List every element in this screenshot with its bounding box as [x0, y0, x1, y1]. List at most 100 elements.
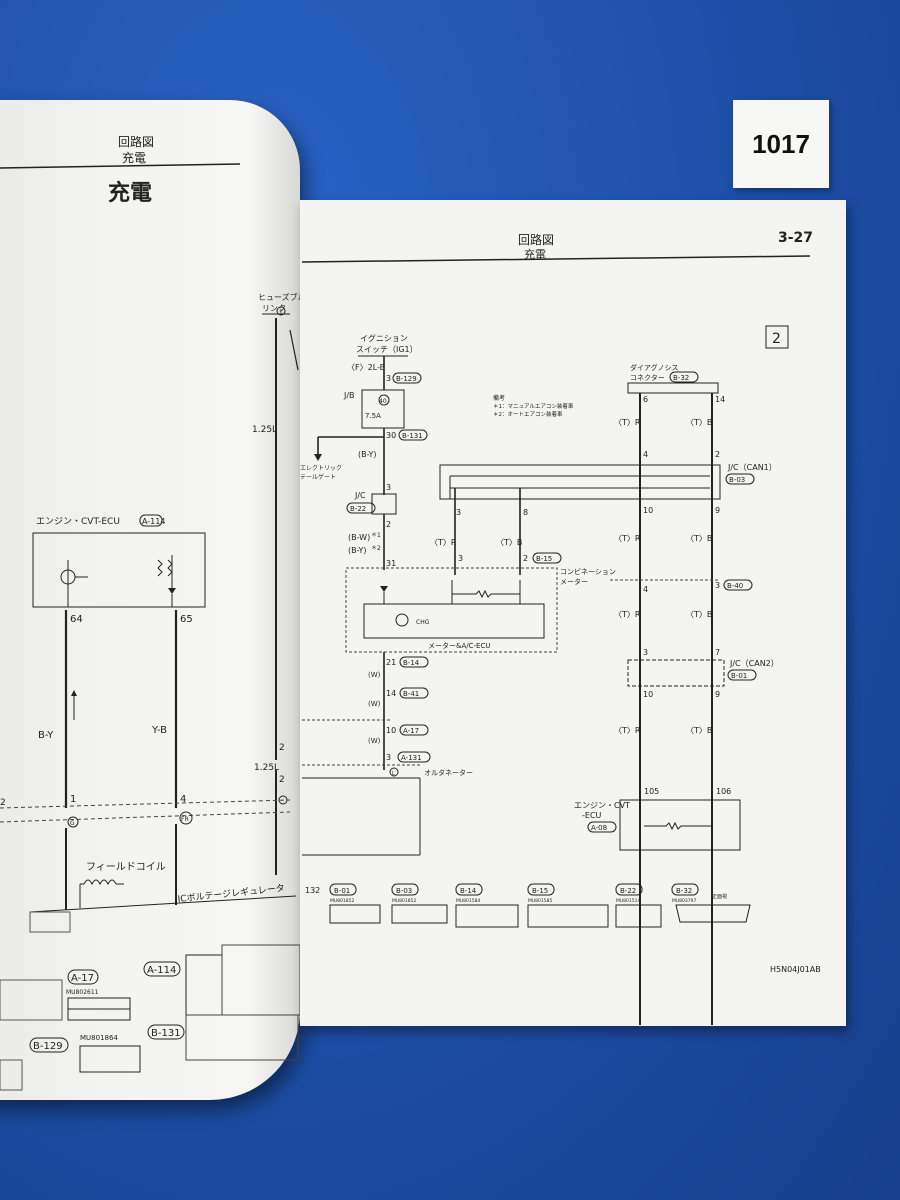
diag-conn-2: コネクター — [630, 373, 665, 382]
wire-w1: (W) — [368, 671, 381, 679]
tailgate-1: エレクトリック — [300, 465, 342, 472]
tb-m: 〈T〉B — [496, 538, 522, 547]
strip-part-5: MU803797 — [672, 898, 696, 904]
conn-b15-r: B-15 — [536, 555, 552, 563]
jc-can2: J/C（CAN2） — [729, 659, 779, 668]
ign-line2: スイッチ（IG1） — [356, 345, 418, 354]
comb-meter-2: メーター — [560, 577, 588, 586]
wire-w3: (W) — [368, 737, 381, 745]
wire-yb-label: Y-B — [151, 725, 167, 736]
front-view: 正面視 — [712, 893, 727, 900]
meter-ecu-label: メーター&A/C-ECU — [428, 641, 490, 650]
tailgate-2: テールゲート — [300, 473, 336, 481]
alternator-label: オルタネーター — [424, 768, 473, 777]
conn-b14-r: B-14 — [403, 659, 420, 667]
pin9-b: 9 — [715, 690, 720, 699]
tb-low: 〈T〉B — [686, 610, 712, 619]
wire-w2: (W) — [368, 700, 381, 708]
strip-conn-2: B-14 — [460, 887, 477, 895]
conn-b129-left: B-129 — [33, 1041, 63, 1052]
conn-b129-part: MU801864 — [80, 1034, 118, 1042]
pin4-b40: 4 — [643, 585, 648, 594]
ign-line1: イグニション — [360, 333, 408, 343]
left-pin-1: 1 — [70, 794, 76, 805]
notes-2: ＊2：オートエアコン装着車 — [493, 410, 563, 418]
left-pin-2b: 2 — [279, 775, 285, 785]
ground-g: G — [70, 820, 75, 827]
tr-m: 〈T〉R — [430, 538, 457, 547]
fuse-num: 40 — [379, 398, 387, 405]
conn-a17-r: A-17 — [403, 727, 419, 735]
pin106: 106 — [716, 787, 731, 796]
pin-65: 65 — [180, 614, 193, 625]
strip-conn-0: B-01 — [334, 887, 350, 895]
strip-part-2: MU801584 — [456, 898, 480, 904]
notes-1: ＊1：マニュアルエアコン装着車 — [493, 402, 574, 410]
pin105: 105 — [644, 787, 659, 796]
pin3-meter: 3 — [458, 554, 463, 563]
right-page-num: 3-27 — [778, 230, 813, 246]
pin6: 6 — [643, 395, 648, 404]
wire-125l-top: 1.25L — [252, 425, 277, 435]
fuse-amp: 7.5A — [365, 412, 381, 420]
pin3-m: 3 — [456, 508, 461, 517]
pin14: 14 — [715, 395, 725, 404]
connector-strip: B-01 MU801852 B-03 MU801852 B-14 MU80158… — [329, 883, 751, 928]
pin3-b129: 3 — [386, 374, 391, 383]
left-pin-2c: 2 — [0, 798, 6, 808]
tr-bot: 〈T〉R — [614, 726, 641, 735]
conn-b41-r: B-41 — [403, 690, 419, 698]
ecu-r-1: エンジン・CVT — [574, 801, 630, 810]
strip-conn-1: B-03 — [396, 887, 412, 895]
tb-bot: 〈T〉B — [686, 726, 712, 735]
conn-b03-r: B-03 — [729, 476, 745, 484]
pin14-b41: 14 — [386, 689, 396, 698]
jc-label: J/C — [354, 491, 366, 500]
pin3-a131: 3 — [386, 753, 391, 762]
pin9-a: 9 — [715, 506, 720, 515]
tb-top: 〈T〉B — [686, 418, 712, 427]
pin2-top: 2 — [715, 450, 720, 459]
conn-a08-r: A-08 — [591, 824, 607, 832]
tr-mid: 〈T〉R — [614, 534, 641, 543]
pin8-m: 8 — [523, 508, 528, 517]
chg-label: CHG — [416, 619, 430, 626]
pin7-can2: 7 — [715, 648, 720, 657]
left-page — [0, 100, 300, 1100]
strip-part-0: MU801852 — [330, 898, 354, 904]
pin10-a: 10 — [643, 506, 653, 515]
pin3-can2: 3 — [643, 648, 648, 657]
conn-b131-left: B-131 — [151, 1028, 181, 1039]
wire-by-r: (B-Y) — [358, 450, 377, 459]
right-header: 回路図 — [518, 232, 554, 247]
conn-b40-r: B-40 — [727, 582, 743, 590]
conn-a17-part: MU802611 — [66, 989, 99, 996]
fusible-link-label-1: ヒューズブル — [258, 292, 306, 302]
wire-125l-bottom: 1.25L — [254, 763, 279, 773]
pin10-a17: 10 — [386, 726, 396, 735]
tag-number: 1017 — [733, 100, 829, 188]
ecu-r-2: -ECU — [582, 811, 602, 820]
left-header-line1: 回路図 — [118, 134, 154, 149]
pin10-b: 10 — [643, 690, 653, 699]
f-2lb: 〈F〉2L-B — [347, 363, 385, 372]
conn-a17-left: A-17 — [71, 973, 94, 984]
strip-conn-5: B-32 — [676, 887, 692, 895]
ground-l: L — [392, 771, 395, 777]
conn-132: 132 — [305, 886, 320, 895]
right-sub-header: 充電 — [524, 247, 546, 261]
left-pin-4: 4 — [180, 794, 186, 805]
field-coil-label: フィールドコイル — [86, 862, 166, 873]
wire-by-label: B-Y — [38, 730, 54, 741]
jc-can1: J/C（CAN1） — [727, 463, 777, 472]
right-box-num: 2 — [772, 331, 781, 347]
tr-low: 〈T〉R — [614, 610, 641, 619]
diag-conn-1: ダイアグノシス — [630, 363, 679, 372]
pin2-meter: 2 — [523, 554, 528, 563]
pin4-top: 4 — [643, 450, 648, 459]
fusible-link-num: 1 — [279, 309, 283, 316]
tb-mid: 〈T〉B — [686, 534, 712, 543]
right-page — [300, 200, 846, 1026]
note2-mark: ＊2 — [371, 545, 381, 552]
